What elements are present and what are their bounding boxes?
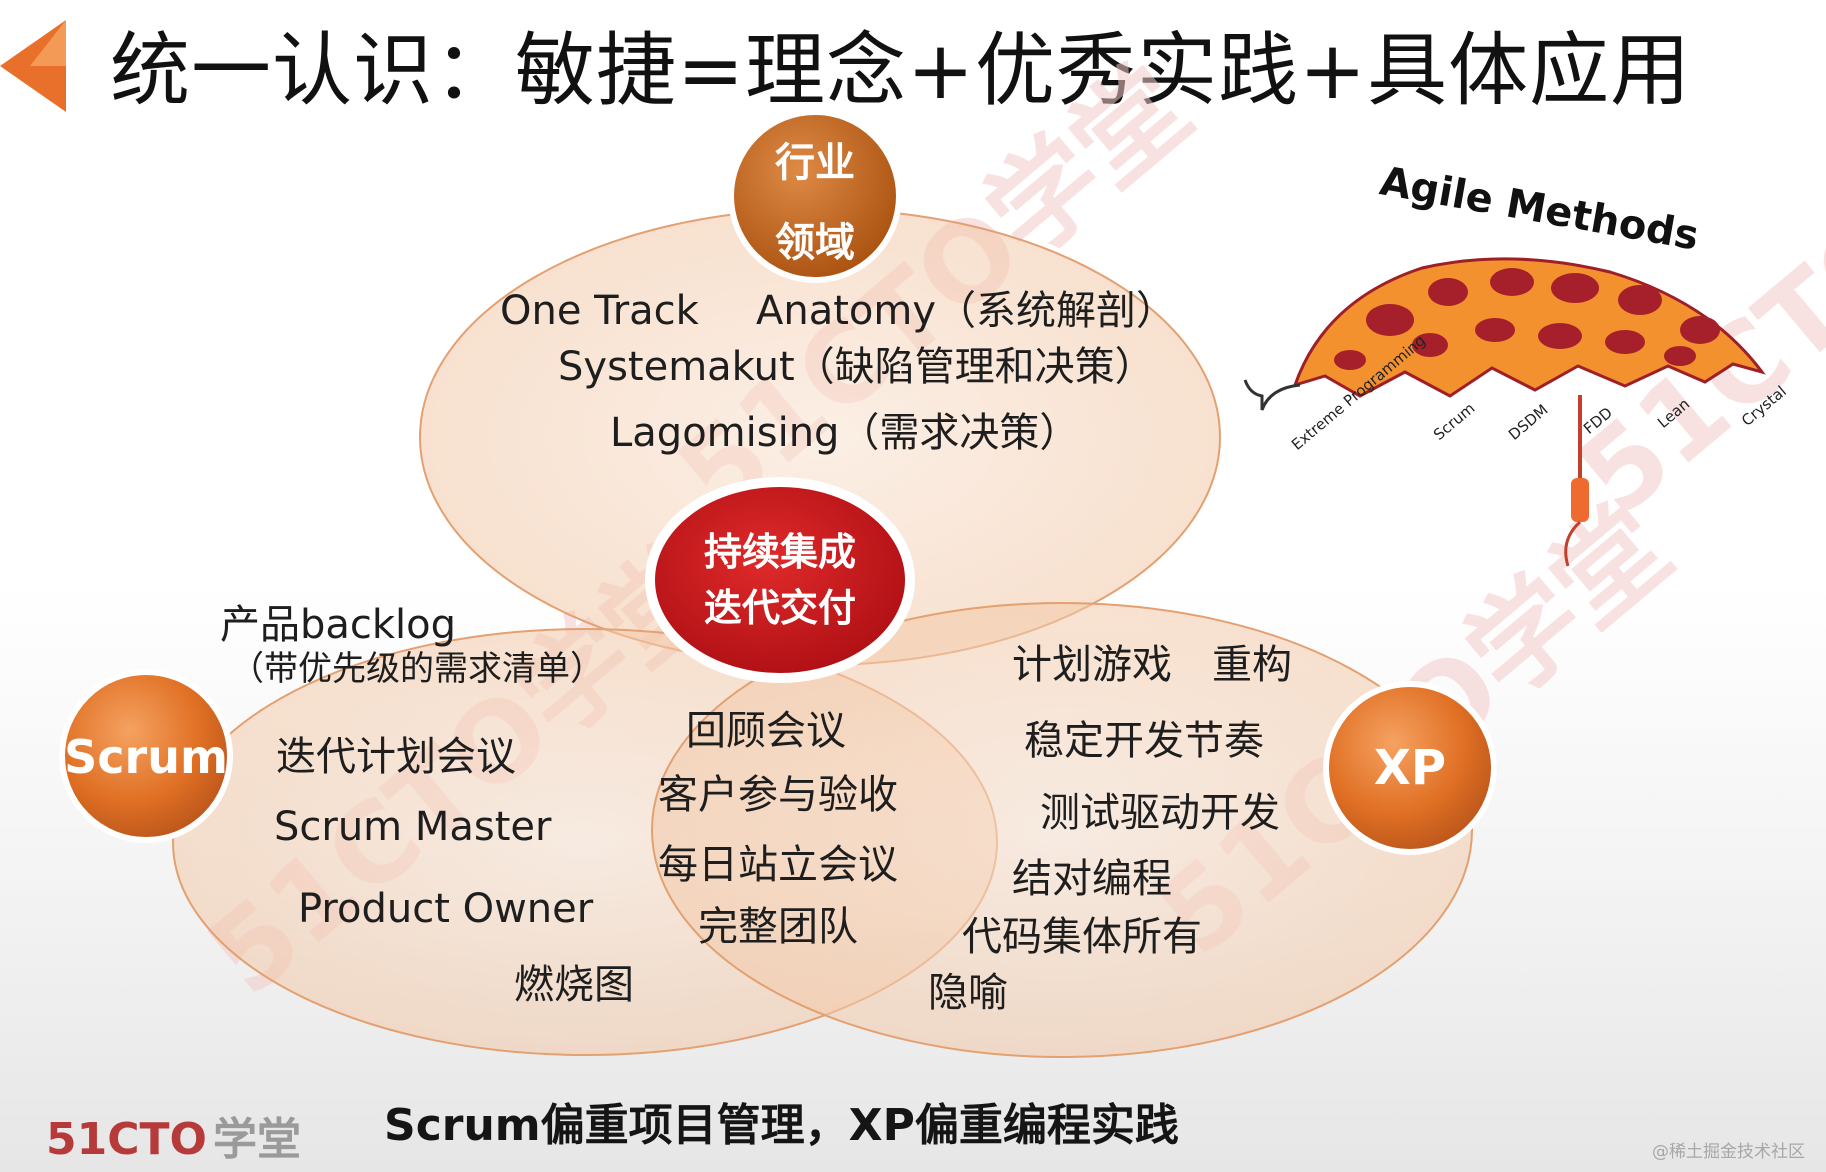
industry-badge-line1: 行业 (775, 140, 855, 186)
xp-item: 隐喻 (928, 970, 1008, 1016)
xp-item: 代码集体所有 (962, 914, 1202, 960)
center-badge-line2: 迭代交付 (703, 586, 856, 630)
xp-badge-label: XP (1373, 740, 1447, 796)
xp-item: 重构 (1212, 642, 1292, 688)
logo-cn: 学堂 (212, 1114, 301, 1165)
shared-item: 每日站立会议 (658, 842, 898, 888)
agile-umbrella-illustration (1243, 257, 1766, 567)
shared-item: 回顾会议 (686, 708, 846, 754)
title-arrow-icon (0, 20, 66, 112)
scrum-item: Product Owner (298, 886, 594, 932)
source-footnote: @稀土掘金技术社区 (1652, 1142, 1805, 1162)
industry-item: Lagomising（需求决策） (610, 410, 1080, 456)
xp-badge (1323, 681, 1497, 855)
bottom-caption: Scrum偏重项目管理，XP偏重编程实践 (384, 1100, 1179, 1151)
industry-badge (728, 109, 902, 283)
page-title: 统一认识：敏捷=理念+优秀实践+具体应用 (110, 24, 1692, 117)
center-badge (645, 477, 915, 683)
center-badge-line1: 持续集成 (703, 530, 856, 574)
scrum-item: Scrum Master (274, 804, 552, 850)
scrum-item: （带优先级的需求清单） (230, 649, 604, 689)
xp-item: 结对编程 (1012, 856, 1172, 902)
xp-ellipse (651, 602, 1473, 1058)
scrum-badge (59, 669, 233, 843)
industry-item: Systemakut（缺陷管理和决策） (558, 344, 1155, 390)
industry-badge-line2: 领域 (775, 220, 855, 266)
xp-item: 稳定开发节奏 (1024, 718, 1264, 764)
xp-item: 测试驱动开发 (1040, 790, 1280, 836)
shared-item: 客户参与验收 (658, 772, 898, 818)
logo-latin: 51CTO (46, 1114, 207, 1165)
scrum-item: 燃烧图 (514, 962, 634, 1008)
shared-item: 完整团队 (698, 904, 858, 950)
industry-item: One Track (500, 288, 699, 334)
scrum-item: 迭代计划会议 (276, 734, 516, 780)
industry-item: Anatomy（系统解剖） (756, 288, 1177, 334)
xp-item: 计划游戏 (1012, 642, 1172, 688)
scrum-item: 产品backlog (220, 602, 457, 648)
scrum-badge-label: Scrum (64, 730, 228, 784)
